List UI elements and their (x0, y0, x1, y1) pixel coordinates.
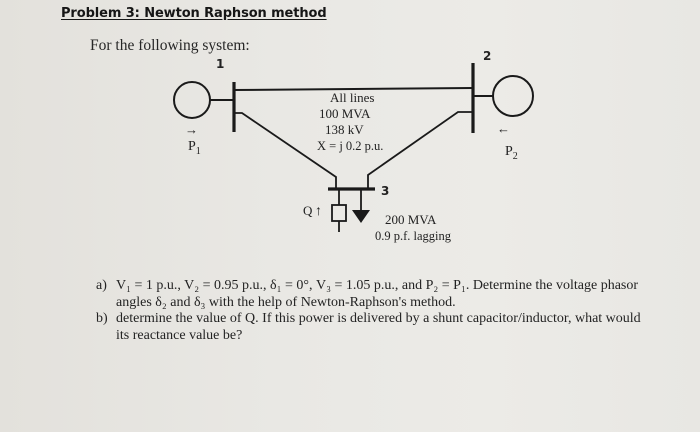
q-arrow-icon: ↑ (315, 204, 322, 219)
generator-1-icon (173, 81, 234, 119)
bus-3-label: 3 (381, 184, 389, 198)
load-mva: 200 MVA (385, 212, 437, 227)
questions-list: a) V₁ = 1 p.u., V₂ = 0.95 p.u., δ₁ = 0°,… (96, 278, 656, 344)
bus-2-label: 2 (483, 49, 491, 63)
load-pf: 0.9 p.f. lagging (375, 229, 452, 243)
line-specs: All lines 100 MVA 138 kV (319, 90, 374, 137)
line-1-3 (234, 112, 337, 189)
reactance-spec: X = j 0.2 p.u. (317, 139, 383, 153)
p1-arrow-icon: → (185, 122, 198, 137)
p2-label: P2 (505, 144, 518, 162)
question-b-text: determine the value of Q. If this power … (116, 311, 641, 343)
svg-text:All lines: All lines (330, 90, 374, 105)
question-a-label: a) (96, 278, 107, 293)
question-a-text: V₁ = 1 p.u., V₂ = 0.95 p.u., δ₁ = 0°, V₃… (116, 278, 639, 310)
bus-3: 3 (328, 184, 389, 198)
problem-title: Problem 3: Newton Raphson method (61, 6, 327, 21)
generator-2-icon (473, 75, 534, 117)
line-2-3 (367, 111, 473, 189)
question-b-label: b) (96, 311, 108, 326)
line-1-2 (233, 87, 474, 91)
svg-text:138 kV: 138 kV (325, 122, 364, 137)
shunt-device-icon (331, 189, 347, 232)
p1-label: P1 (188, 139, 201, 157)
p2-arrow-icon: ← (497, 121, 510, 136)
power-system-diagram: 1 → P1 2 ← P2 3 Q ↑ All lines 10 (173, 49, 534, 243)
q-label: Q (303, 203, 313, 218)
bus-1: 1 (216, 57, 236, 132)
bus-2: 2 (471, 49, 491, 133)
load-arrow-icon (352, 189, 370, 223)
svg-text:100 MVA: 100 MVA (319, 106, 371, 121)
bus-1-label: 1 (216, 57, 224, 71)
question-a: a) V₁ = 1 p.u., V₂ = 0.95 p.u., δ₁ = 0°,… (96, 278, 656, 311)
intro-text: For the following system: (90, 37, 250, 54)
question-b: b) determine the value of Q. If this pow… (96, 311, 656, 344)
